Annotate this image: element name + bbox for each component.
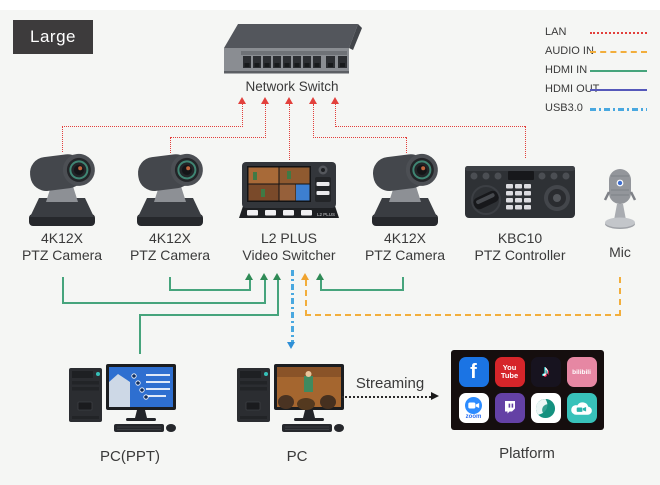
lan-line [289,104,290,160]
zoom-icon: zoom [458,393,489,423]
lan-arrow [261,97,269,104]
lan-line [265,104,266,138]
legend-label: HDMI OUT [545,83,600,95]
cloud-video-icon [566,393,597,423]
streaming-line [342,396,431,398]
lan-line [62,126,243,127]
legend-item-audio-in: AUDIO IN [541,45,653,59]
lan-line [242,104,243,127]
streaming-arrow [431,392,439,400]
legend-item-hdmi-out: HDMI OUT [541,83,653,97]
hdmi-in-line [320,289,404,291]
lan-line [62,126,63,152]
platform-box: f You Tube ♪ bilibili zoom [451,350,604,430]
twitch-icon [494,393,525,423]
legend-label: LAN [545,26,567,38]
usb3-line-sample [590,108,647,111]
network-switch-label: Network Switch [245,79,339,94]
usb3-line [291,270,294,342]
legend-label: USB3.0 [545,102,583,114]
hdmi-in-line [62,302,266,304]
hdmi-out-line-sample [590,89,647,91]
streaming-label: Streaming [355,375,425,392]
audio-in-line [619,277,621,316]
hdmi-in-arrow [245,273,253,280]
platform-label: Platform [499,445,555,462]
facebook-icon: f [458,357,489,387]
network-switch-image [224,24,362,74]
pc-ppt-label: PC(PPT) [100,448,160,465]
hdmi-in-line [139,314,141,354]
lan-arrow [331,97,339,104]
ptz-controller-image [465,166,575,218]
legend-item-hdmi-in: HDMI IN [541,64,653,78]
legend-label: HDMI IN [545,64,588,76]
lan-arrow [238,97,246,104]
hdmi-in-arrow [316,273,324,280]
lan-line [313,137,406,138]
meeting-glyph [535,398,556,418]
lan-line [335,126,525,127]
hdmi-in-line [139,314,279,316]
lan-line [406,137,407,153]
hdmi-in-line [249,280,251,291]
pc-label: PC [286,448,308,465]
hdmi-in-arrow [260,273,268,280]
lan-line [335,104,336,127]
cloud-video-glyph [571,402,592,415]
audio-in-arrow [301,273,309,280]
bilibili-icon: bilibili [566,357,597,387]
tiktok-icon: ♪ [530,357,561,387]
lan-arrow [309,97,317,104]
lan-line-sample [590,32,647,34]
hdmi-in-line [320,280,322,291]
video-switcher-image: L2 PLUS [239,162,339,218]
ptz-camera-2-image [137,153,203,226]
ptz-camera-1-image [29,153,95,226]
size-badge: Large [13,20,93,54]
zoom-camera-glyph [465,396,482,414]
hdmi-in-arrow [273,273,281,280]
top-strip [0,0,660,10]
switcher-brand-text: L2 PLUS [317,212,335,217]
lan-line [525,126,526,158]
audio-in-line-sample [590,51,647,53]
lan-arrow [285,97,293,104]
pc-image [237,364,344,432]
hdmi-in-line [402,277,404,291]
mic-label: Mic [609,244,631,260]
legend-item-lan: LAN [541,26,653,40]
lan-line [170,137,171,153]
mic-image [603,169,637,229]
lan-line [313,104,314,138]
twitch-glyph [504,401,515,414]
hdmi-in-line [62,277,64,304]
hdmi-in-line [277,280,279,316]
hdmi-in-line [264,280,266,304]
audio-in-line [305,314,621,316]
hdmi-in-line [169,289,251,291]
legend-label: AUDIO IN [545,45,594,57]
audio-in-line [305,280,307,316]
ptz-camera-3-image [372,153,438,226]
youtube-icon: You Tube [494,357,525,387]
usb3-arrow [287,342,295,349]
hdmi-in-line [169,277,171,291]
meeting-icon [530,393,561,423]
legend-item-usb3: USB3.0 [541,102,653,116]
lan-line [170,137,266,138]
hdmi-in-line-sample [590,70,647,72]
pc-ppt-image [69,364,176,432]
